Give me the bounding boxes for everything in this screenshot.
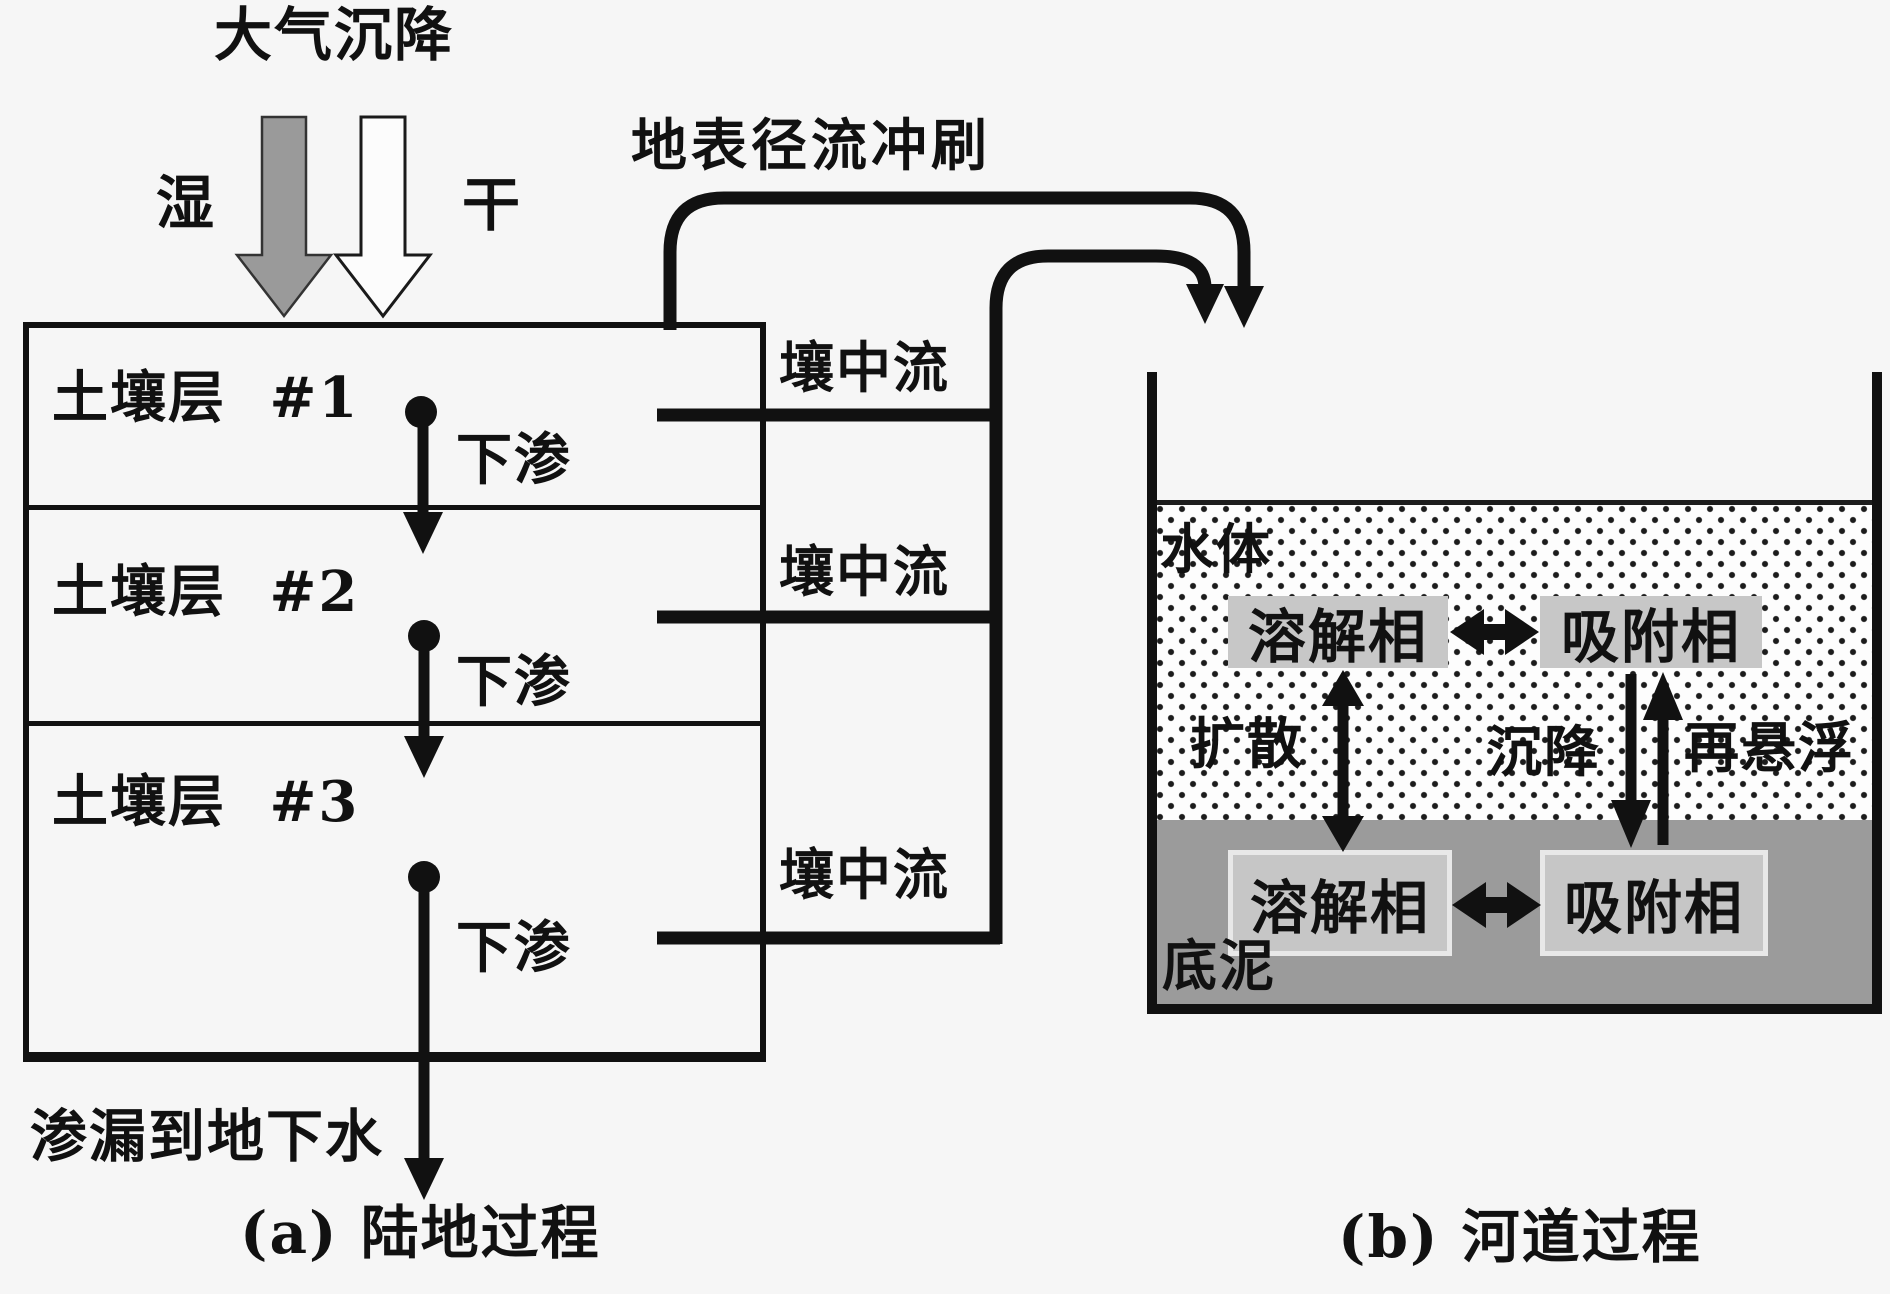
sediment-dissolved-phase-box: 溶解相	[1228, 850, 1452, 956]
soil-layer-divider-1	[29, 505, 760, 510]
resuspension-label: 再悬浮	[1684, 715, 1856, 780]
atmospheric-deposition-title: 大气沉降	[214, 1, 455, 69]
interflow-collector-arrowhead	[1186, 284, 1224, 324]
wet-deposition-arrow	[234, 115, 334, 319]
water-dissolved-phase-box: 溶解相	[1228, 596, 1448, 671]
water-surface-line	[1157, 500, 1872, 505]
bottom-sediment-label: 底泥	[1162, 933, 1277, 998]
panel-a-caption: (a) 陆地过程	[240, 1199, 601, 1267]
surface-runoff-arrow-path	[663, 191, 1251, 330]
interflow-label-3: 壤中流	[779, 842, 951, 907]
soil-column-box	[23, 322, 766, 1062]
soil-layer-1-label: 土壤层 #1	[52, 365, 360, 431]
settling-label: 沉降	[1487, 719, 1602, 784]
interflow-label-2: 壤中流	[779, 539, 951, 604]
water-adsorbed-phase-box: 吸附相	[1540, 596, 1762, 671]
soil-layer-divider-2	[29, 721, 760, 726]
interflow-label-1: 壤中流	[779, 335, 951, 400]
diffusion-label: 扩散	[1190, 711, 1305, 776]
infiltration-label-2: 下渗	[456, 649, 572, 715]
infiltration-label-3: 下渗	[456, 915, 572, 981]
soil-layer-2-label: 土壤层 #2	[52, 559, 360, 625]
groundwater-percolation-label: 渗漏到地下水	[30, 1103, 384, 1170]
panel-b-caption: (b) 河道过程	[1338, 1203, 1702, 1271]
dry-deposition-arrow	[332, 115, 434, 319]
surface-runoff-label: 地表径流冲刷	[631, 113, 991, 179]
surface-runoff-arrowhead	[1224, 286, 1264, 328]
groundwater-percolation-arrow-head	[404, 1158, 444, 1200]
soil-layer-3-label: 土壤层 #3	[52, 769, 360, 835]
infiltration-label-1: 下渗	[456, 427, 572, 493]
wet-deposition-label: 湿	[156, 169, 217, 237]
dry-deposition-label: 干	[462, 171, 523, 239]
water-body-label: 水体	[1160, 517, 1272, 581]
sediment-adsorbed-phase-box: 吸附相	[1540, 850, 1768, 956]
